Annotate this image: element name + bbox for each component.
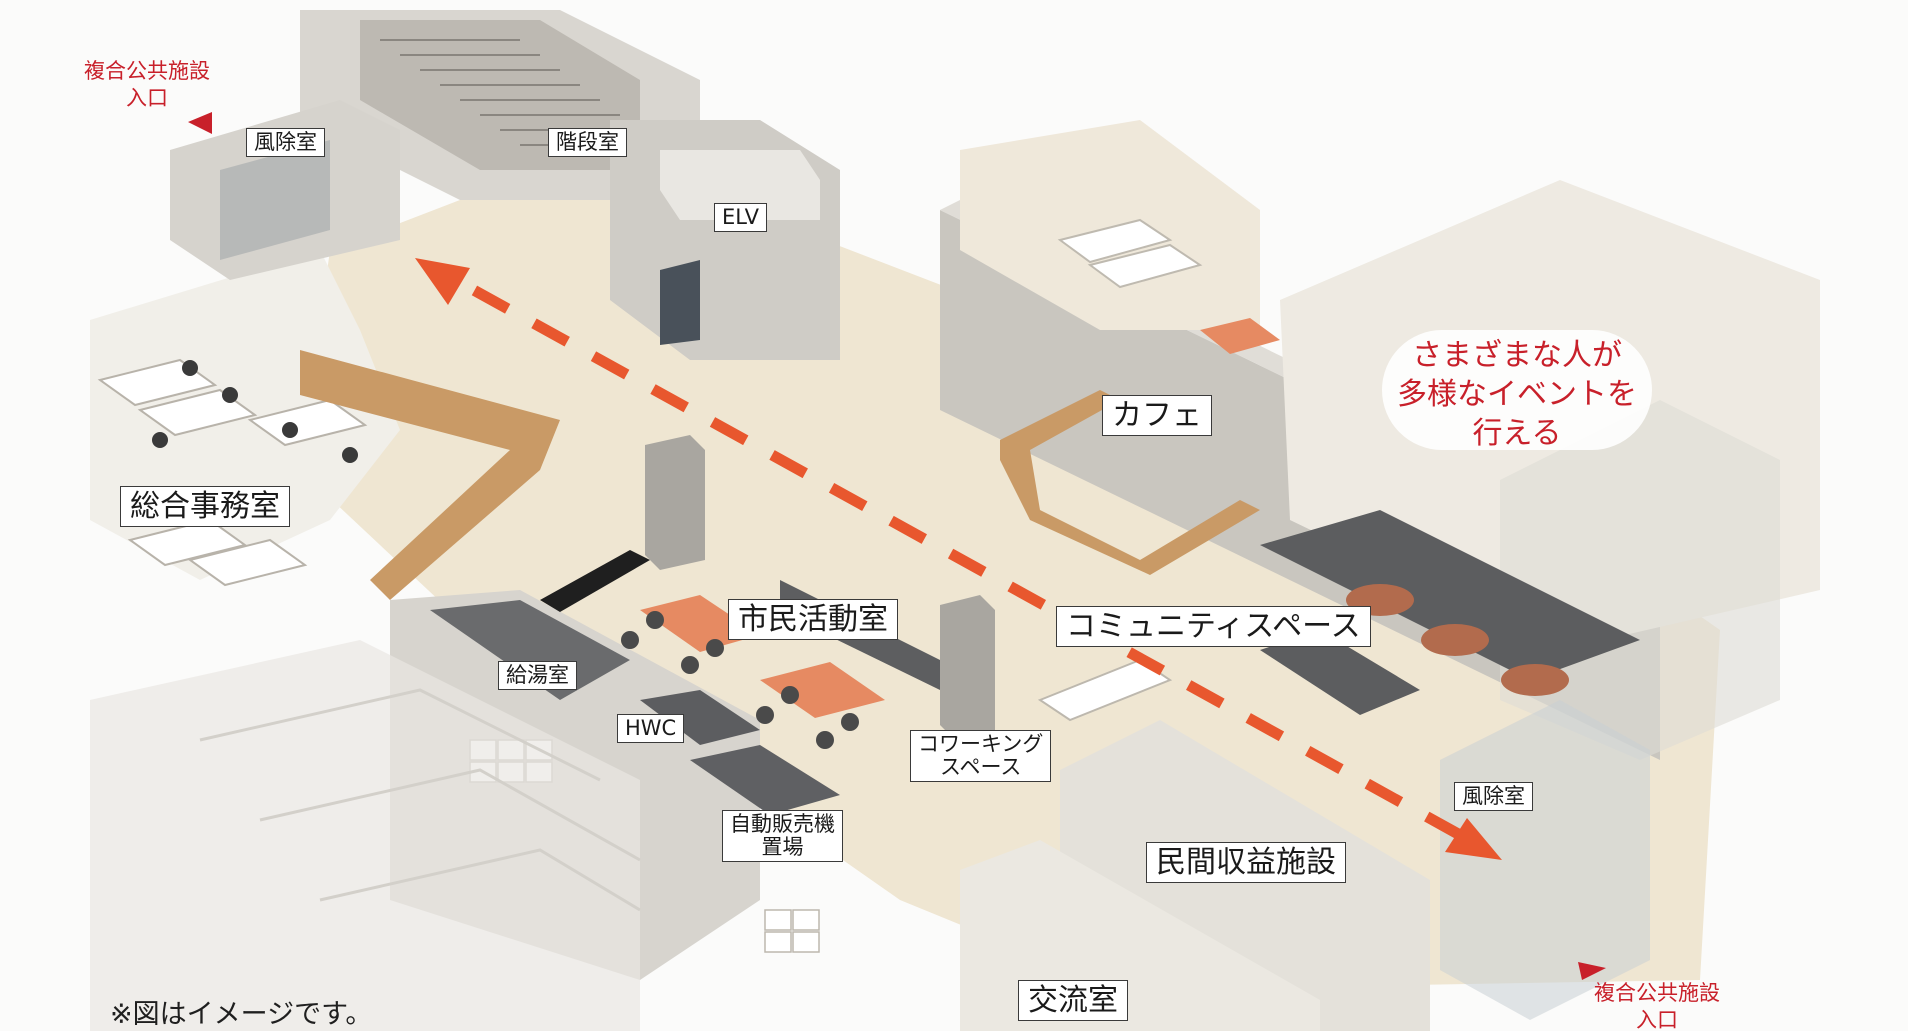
label-vending: 自動販売機 置場 [722,810,843,863]
entrance-top-left-line2: 入口 [126,86,168,111]
reception-counter [300,350,560,600]
vending-room-top [690,745,840,815]
shelf-1 [645,435,705,570]
label-exchange-room: 交流室 [1018,980,1128,1021]
activity-table-2 [760,662,885,718]
entrance-bottom-right-line2: 入口 [1636,1008,1678,1031]
entrance-marker-bottom [1578,962,1606,980]
label-general-office: 総合事務室 [120,486,290,527]
label-staircase: 階段室 [548,128,627,158]
elv-top [660,150,820,220]
label-vending-line1: 自動販売機 [730,812,835,836]
lower-left-rooms [90,640,640,1031]
label-hwc: HWC [617,714,685,744]
label-coworking-line2: スペース [939,755,1022,780]
back-office [960,120,1260,330]
events-callout: さまざまな人が 多様なイベントを 行える [1382,330,1652,451]
label-coworking: コワーキング スペース [910,730,1052,783]
kyuto-room-top [430,600,630,700]
lower-left-walls [199,688,641,912]
entrance-marker-top [188,112,212,134]
circulation-dashes [467,283,1463,840]
windbreak-right [1440,700,1650,1020]
sofa-long [1260,510,1640,680]
image-note: ※図はイメージです。 [110,999,373,1030]
windbreak-glass [220,140,330,260]
label-windbreak-right: 風除室 [1454,782,1533,812]
entrance-label-top-left: 複合公共施設 入口 [84,58,210,113]
office-chairs [152,360,358,463]
label-commercial-facility: 民間収益施設 [1146,842,1346,883]
shelf-2 [940,595,995,740]
label-windbreak-top: 風除室 [246,128,325,158]
activity-bench [540,550,650,612]
office-desks [97,358,368,587]
main-floor [300,150,1720,990]
callout-line1: さまざまな人が [1412,338,1622,373]
back-office-desks [1057,218,1203,289]
label-community-space: コミュニティスペース [1056,606,1371,647]
label-kitchenette: 給湯室 [498,661,577,691]
sofa-short [1260,630,1420,715]
callout-line3: 行える [1472,416,1562,451]
hwc-room-top [640,690,760,745]
arrow-head-left [415,258,470,305]
callout-line2: 多様なイベントを [1397,377,1637,412]
back-office-table [1200,318,1280,354]
label-cafe: カフェ [1102,395,1212,436]
label-citizen-activity-room: 市民活動室 [728,599,898,640]
entrance-top-left-line1: 複合公共施設 [84,59,210,83]
entrance-bottom-right-line1: 複合公共施設 [1594,981,1720,1005]
right-corridor-glass [1500,400,1780,760]
arrow-head-right [1445,818,1502,860]
coworking-desk [1037,658,1173,722]
label-coworking-line1: コワーキング [918,732,1044,756]
label-vending-line2: 置場 [761,835,804,860]
label-elv: ELV [714,203,768,233]
elv-door [660,260,700,345]
entrance-label-bottom-right: 複合公共施設 入口 [1594,980,1720,1031]
cafe-counter [1000,390,1260,575]
activity-chairs [621,611,859,749]
